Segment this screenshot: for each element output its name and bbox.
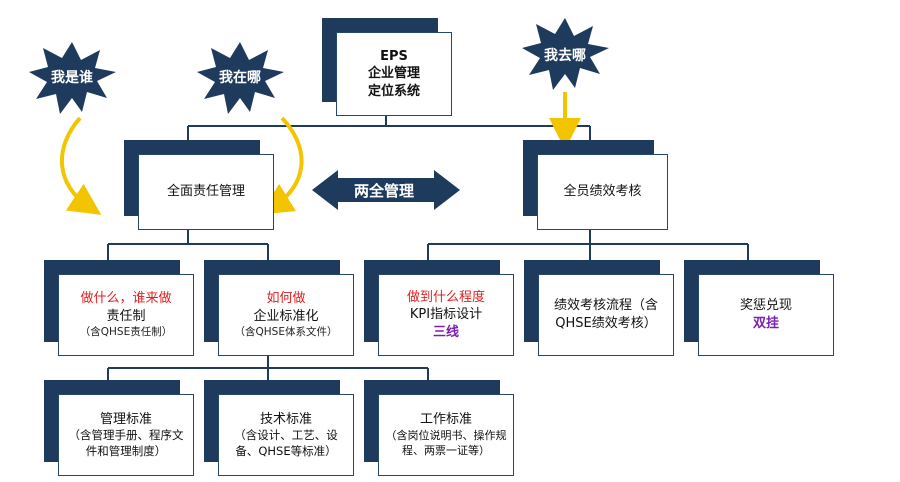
right-branch-label: 全员绩效考核 — [563, 184, 642, 200]
standardization-node: 如何做 企业标准化 （含QHSE体系文件） — [204, 260, 354, 356]
work-standard-node: 工作标准 （含岗位说明书、操作规程、两票一证等） — [364, 380, 514, 476]
kpi-title: KPI指标设计 — [409, 307, 483, 323]
technical-standard-title: 技术标准 — [259, 411, 312, 427]
responsibility-note: （含QHSE责任制） — [79, 326, 173, 339]
kpi-question: 做到什么程度 — [406, 289, 485, 305]
responsibility-node: 做什么，谁来做 责任制 （含QHSE责任制） — [44, 260, 194, 356]
standardization-note: （含QHSE体系文件） — [234, 326, 338, 339]
rewards-node: 奖惩兑现 双挂 — [684, 260, 834, 356]
connector-root — [187, 107, 591, 140]
burst-going-label: 我去哪 — [544, 48, 586, 64]
kpi-highlight: 三线 — [432, 324, 459, 340]
technical-standard-note: （含设计、工艺、设备、QHSE等标准） — [234, 428, 338, 458]
responsibility-title: 责任制 — [106, 308, 146, 324]
burst-going-icon — [522, 18, 609, 90]
standardization-question: 如何做 — [266, 291, 306, 307]
root-node: EPS 企业管理 定位系统 — [322, 18, 452, 116]
burst-where-icon — [197, 42, 284, 114]
root-line-3: 定位系统 — [367, 83, 420, 99]
standardization-title: 企业标准化 — [253, 308, 319, 324]
management-standard-title: 管理标准 — [99, 411, 152, 427]
root-line-1: EPS — [380, 48, 408, 64]
management-standard-node: 管理标准 （含管理手册、程序文件和管理制度） — [44, 380, 194, 476]
left-branch-label: 全面责任管理 — [166, 184, 245, 200]
connector-standard — [107, 356, 429, 380]
center-arrow-label: 两全管理 — [353, 181, 414, 200]
management-standard-note: （含管理手册、程序文件和管理制度） — [68, 428, 184, 458]
kpi-node: 做到什么程度 KPI指标设计 三线 — [364, 260, 514, 356]
right-branch-node: 全员绩效考核 — [523, 140, 668, 230]
gold-arrow-left-icon — [59, 116, 102, 215]
gold-arrow-middle-icon — [260, 116, 304, 215]
burst-who-icon — [29, 42, 116, 114]
technical-standard-node: 技术标准 （含设计、工艺、设备、QHSE等标准） — [204, 380, 354, 476]
burst-who-label: 我是谁 — [51, 70, 93, 86]
left-branch-node: 全面责任管理 — [124, 140, 274, 230]
process-text: 绩效考核流程（含QHSE绩效考核） — [553, 298, 658, 331]
double-arrow-icon — [312, 170, 460, 210]
responsibility-question: 做什么，谁来做 — [80, 291, 172, 307]
burst-where-label: 我在哪 — [219, 70, 261, 86]
work-standard-title: 工作标准 — [419, 412, 472, 428]
process-node: 绩效考核流程（含QHSE绩效考核） — [524, 260, 674, 356]
rewards-highlight: 双挂 — [752, 316, 779, 331]
connector-right — [427, 228, 749, 260]
work-standard-note: （含岗位说明书、操作规程、两票一证等） — [385, 428, 507, 457]
root-line-2: 企业管理 — [367, 66, 420, 82]
rewards-title: 奖惩兑现 — [739, 298, 792, 314]
connector-left — [107, 228, 269, 260]
